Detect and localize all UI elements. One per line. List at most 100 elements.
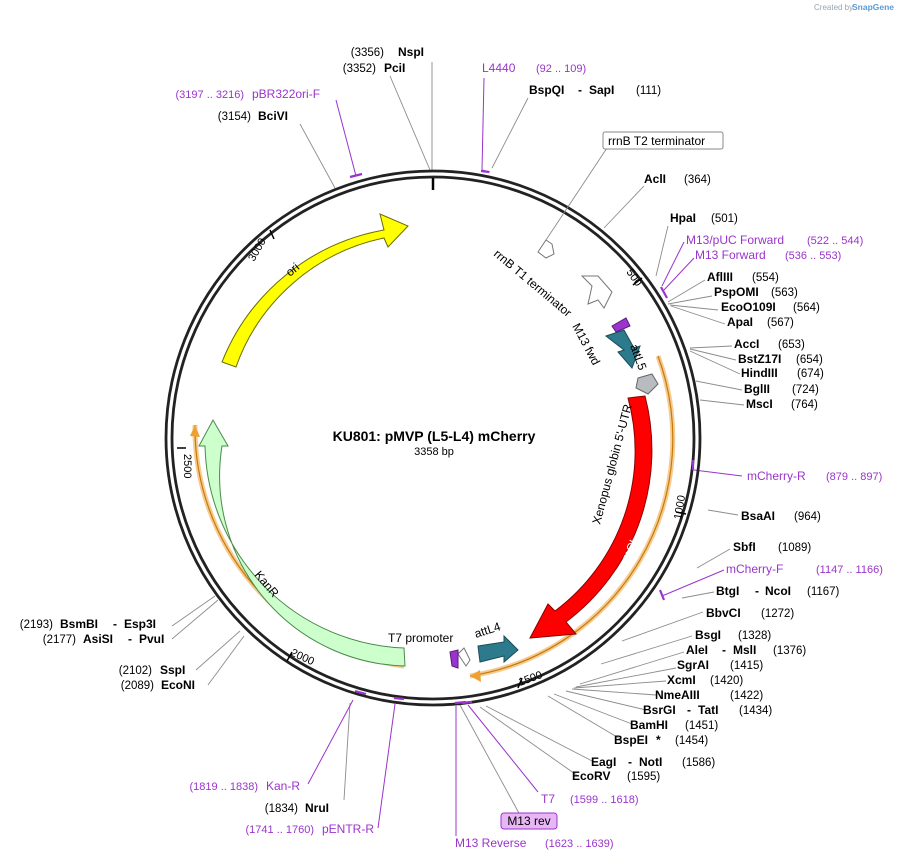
svg-text:(1454): (1454) — [675, 735, 708, 747]
tick-2500: 2500 — [181, 454, 193, 478]
svg-text:BciVI: BciVI — [258, 109, 288, 123]
svg-text:(1422): (1422) — [730, 690, 763, 702]
tick-1000: 1000 — [672, 494, 688, 520]
svg-text:(1089): (1089) — [778, 542, 811, 554]
enzyme-bglii: BglII (724) — [744, 382, 819, 396]
enzyme-hpai: HpaI (501) — [670, 211, 738, 225]
svg-text:TatI: TatI — [698, 703, 718, 717]
rrnb-t2-box — [602, 131, 724, 150]
enzyme-apai: ApaI (567) — [727, 315, 794, 329]
svg-text:(567): (567) — [767, 317, 794, 329]
svg-text:BspEI: BspEI — [614, 733, 648, 747]
svg-text:(522 .. 544): (522 .. 544) — [807, 235, 863, 247]
svg-text:(3154): (3154) — [218, 111, 251, 123]
primer-m13-forward: M13 Forward (536 .. 553) — [695, 248, 841, 262]
svg-text:(654): (654) — [796, 354, 823, 366]
attl4-label: attL4 — [473, 619, 503, 641]
enzyme-asisi-pvui: (2177) AsiSI - PvuI — [43, 632, 165, 646]
attl5-feature — [604, 329, 641, 369]
enzyme-bsaai: BsaAI (964) — [741, 509, 821, 523]
svg-text:BsaAI: BsaAI — [741, 509, 775, 523]
enzyme-bcivi: (3154) BciVI — [218, 109, 288, 123]
map-title: KU801: pMVP (L5-L4) mCherry — [333, 428, 536, 444]
rrnb-t1-feature — [580, 275, 613, 309]
svg-text:(1623 .. 1639): (1623 .. 1639) — [545, 838, 614, 850]
svg-text:EcoO109I: EcoO109I — [721, 300, 776, 314]
svg-text:mCherry-F: mCherry-F — [726, 562, 783, 576]
enzyme-sgrai: SgrAI (1415) — [677, 658, 763, 672]
orange-arrow-1 — [470, 670, 481, 682]
svg-text:(564): (564) — [793, 302, 820, 314]
m13-fwd-feature — [611, 317, 631, 333]
svg-text:(879 .. 897): (879 .. 897) — [826, 471, 882, 483]
svg-text:(3197 .. 3216): (3197 .. 3216) — [176, 89, 245, 101]
svg-text:-: - — [722, 643, 726, 657]
svg-text:(501): (501) — [711, 213, 738, 225]
enzyme-nrui: (1834) NruI — [265, 801, 329, 815]
svg-text:XcmI: XcmI — [667, 673, 696, 687]
svg-text:MslI: MslI — [733, 643, 756, 657]
svg-text:-: - — [628, 755, 632, 769]
enzyme-msci: MscI (764) — [746, 397, 818, 411]
enzyme-acci: AccI (653) — [734, 337, 805, 351]
svg-text:(674): (674) — [797, 368, 824, 380]
svg-text:AflIII: AflIII — [707, 270, 733, 284]
enzyme-acli: AclI (364) — [644, 172, 711, 186]
svg-text:ApaI: ApaI — [727, 315, 753, 329]
svg-text:HpaI: HpaI — [670, 211, 696, 225]
svg-text:-: - — [113, 617, 117, 631]
tick-3000: 3000 — [246, 236, 269, 263]
svg-text:NruI: NruI — [305, 801, 329, 815]
m13-rev-label: M13 rev — [507, 814, 550, 828]
tick-marks — [177, 229, 687, 689]
svg-text:L4440: L4440 — [482, 61, 516, 75]
svg-text:EagI: EagI — [591, 755, 616, 769]
enzyme-sbfi: SbfI (1089) — [733, 540, 811, 554]
svg-text:-: - — [687, 703, 691, 717]
svg-text:(2177): (2177) — [43, 634, 76, 646]
m13-rev-feature — [449, 649, 459, 669]
svg-text:(1415): (1415) — [730, 660, 763, 672]
svg-text:-: - — [128, 632, 132, 646]
svg-text:pBR322ori-F: pBR322ori-F — [252, 87, 320, 101]
leader-lines — [171, 62, 745, 801]
enzyme-nspi: (3356) NspI — [351, 45, 424, 59]
svg-text:BstZ17I: BstZ17I — [738, 352, 781, 366]
enzyme-pcii: (3352) PciI — [343, 61, 406, 75]
svg-text:(764): (764) — [791, 399, 818, 411]
primer-pbr322ori-f: (3197 .. 3216) pBR322ori-F — [176, 87, 321, 101]
svg-text:(536 .. 553): (536 .. 553) — [785, 250, 841, 262]
primer-marks — [349, 169, 695, 705]
svg-text:HindIII: HindIII — [741, 366, 778, 380]
svg-text:(1819 .. 1838): (1819 .. 1838) — [190, 781, 259, 793]
enzyme-bspqi-sapi: BspQI - SapI (111) — [529, 83, 661, 97]
svg-text:AleI: AleI — [686, 643, 708, 657]
svg-text:*: * — [656, 733, 661, 747]
enzyme-bsrgi-tati: BsrGI - TatI (1434) — [643, 703, 772, 717]
svg-text:(2089): (2089) — [121, 680, 154, 692]
svg-text:M13 Reverse: M13 Reverse — [455, 836, 527, 850]
svg-text:PspOMI: PspOMI — [714, 285, 759, 299]
attl4-feature — [477, 634, 519, 664]
svg-text:BbvCI: BbvCI — [706, 606, 741, 620]
svg-text:(1272): (1272) — [761, 608, 794, 620]
svg-text:BglII: BglII — [744, 382, 770, 396]
m13-rev-box — [500, 812, 558, 830]
svg-text:EcoRV: EcoRV — [572, 769, 610, 783]
svg-text:-: - — [755, 584, 759, 598]
svg-text:BamHI: BamHI — [630, 718, 668, 732]
enzyme-pspomi: PspOMI (563) — [714, 285, 798, 299]
svg-text:(111): (111) — [636, 85, 661, 97]
enzyme-sspi: (2102) SspI — [119, 663, 186, 677]
primer-mcherry-f: mCherry-F (1147 .. 1166) — [726, 562, 883, 576]
enzyme-afliii: AflIII (554) — [707, 270, 779, 284]
svg-text:(724): (724) — [792, 384, 819, 396]
svg-text:M13 Forward: M13 Forward — [695, 248, 766, 262]
svg-text:pENTR-R: pENTR-R — [322, 822, 374, 836]
snapgene-brand: Created by SnapGene — [814, 2, 894, 12]
kanr-feature — [198, 418, 406, 667]
svg-text:(92 .. 109): (92 .. 109) — [536, 63, 586, 75]
primer-m13-puc-forward: M13/pUC Forward (522 .. 544) — [686, 233, 863, 247]
svg-text:NmeAIII: NmeAIII — [655, 688, 700, 702]
